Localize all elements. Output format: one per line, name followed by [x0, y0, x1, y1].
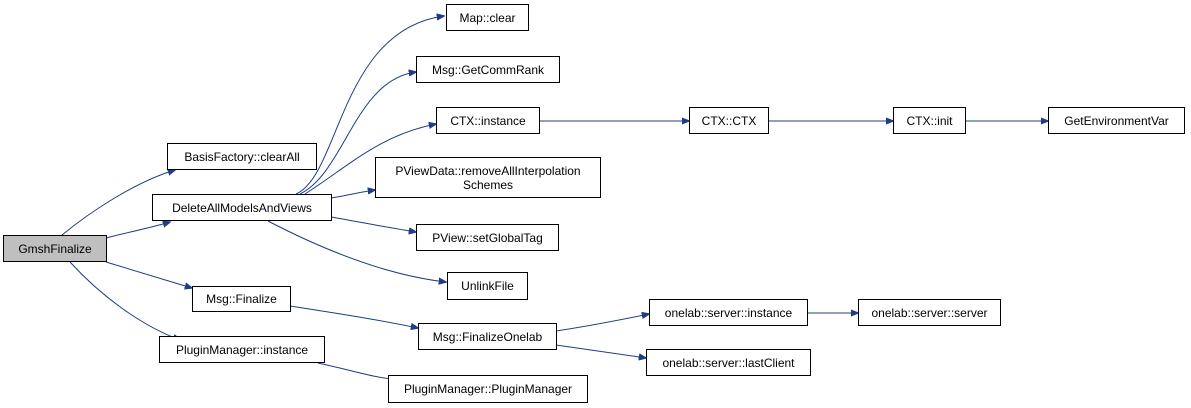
edge-msgfinalize-to-onelab	[289, 305, 418, 328]
edge-gmsh-to-msgfinalize	[105, 261, 192, 288]
edge-delete-to-pviewdata	[330, 190, 375, 199]
node-unlink-file[interactable]: UnlinkFile	[447, 272, 528, 300]
edge-delete-to-getcommrank	[299, 72, 416, 195]
edge-delete-to-mapclear	[295, 16, 444, 195]
node-onelab-server-instance[interactable]: onelab::server::instance	[649, 299, 808, 326]
edge-onelab-to-serverinstance	[555, 314, 649, 332]
node-onelab-server-last-client[interactable]: onelab::server::lastClient	[646, 349, 811, 376]
node-get-environment-var[interactable]: GetEnvironmentVar	[1048, 107, 1185, 134]
node-msg-get-comm-rank[interactable]: Msg::GetCommRank	[416, 56, 560, 83]
edge-delete-to-ctxinstance	[304, 124, 436, 195]
node-basis-factory-clear-all[interactable]: BasisFactory::clearAll	[167, 143, 317, 170]
edge-onelab-to-lastclient	[555, 344, 646, 358]
node-delete-all-models-and-views[interactable]: DeleteAllModelsAndViews	[152, 194, 332, 221]
node-ctx-instance[interactable]: CTX::instance	[436, 107, 540, 134]
edge-gmsh-to-pluginmgr	[69, 261, 180, 340]
node-ctx-ctor[interactable]: CTX::CTX	[689, 107, 769, 134]
node-gmsh-finalize[interactable]: GmshFinalize	[3, 235, 107, 262]
edge-delete-to-unlinkfile	[267, 220, 446, 282]
node-pviewdata-remove-all-interpolation-schemes[interactable]: PViewData::removeAllInterpolation Scheme…	[375, 157, 601, 198]
node-plugin-manager-plugin-manager[interactable]: PluginManager::PluginManager	[388, 375, 588, 403]
node-msg-finalize[interactable]: Msg::Finalize	[192, 286, 291, 312]
edge-gmsh-to-basisfactory	[61, 170, 175, 236]
edge-gmsh-to-deleteall	[105, 222, 170, 239]
node-map-clear[interactable]: Map::clear	[446, 4, 529, 31]
edge-delete-to-setglobaltag	[330, 216, 416, 232]
node-msg-finalize-onelab[interactable]: Msg::FinalizeOnelab	[418, 323, 557, 350]
node-pview-set-global-tag[interactable]: PView::setGlobalTag	[416, 224, 559, 251]
node-ctx-init[interactable]: CTX::init	[893, 107, 966, 134]
node-plugin-manager-instance[interactable]: PluginManager::instance	[159, 336, 325, 363]
node-onelab-server-server[interactable]: onelab::server::server	[858, 299, 1001, 326]
